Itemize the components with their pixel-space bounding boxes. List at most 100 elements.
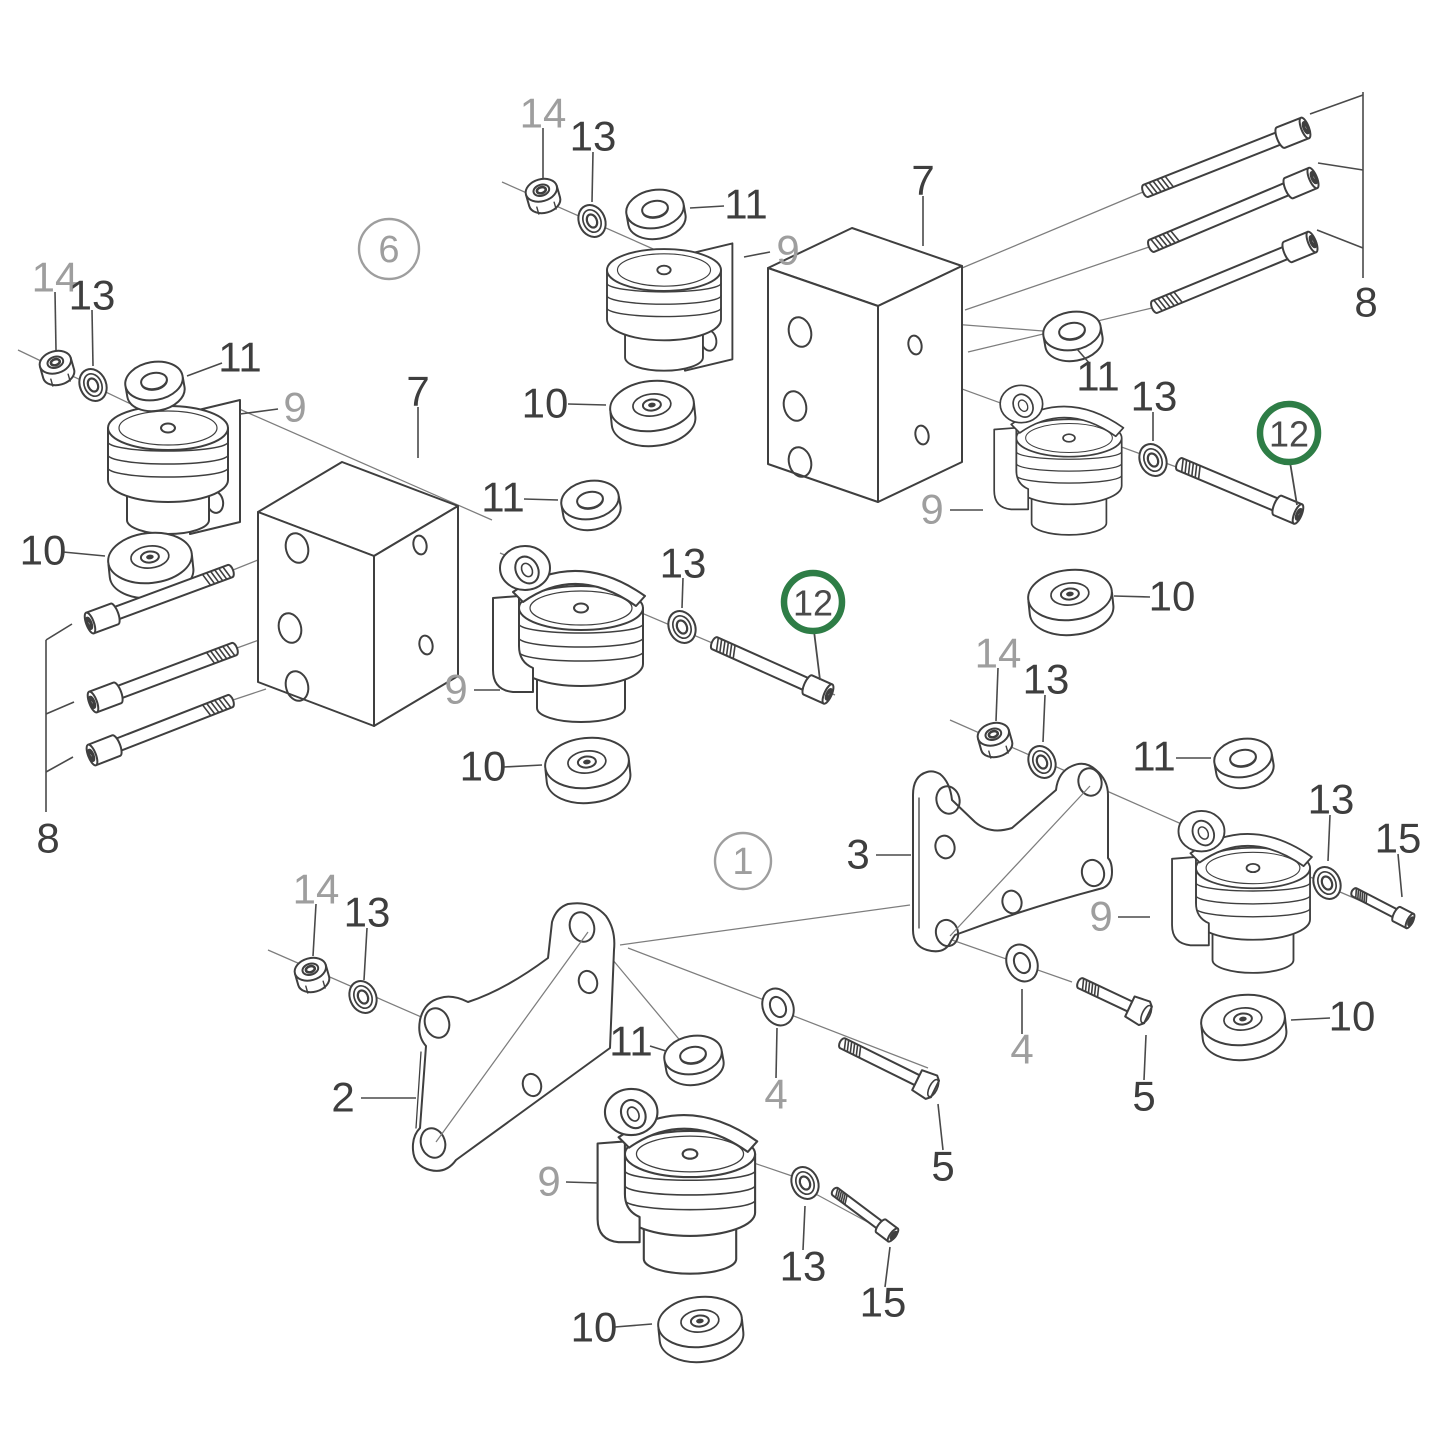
axis-line-over [949, 785, 1091, 937]
leader-line [565, 1181, 599, 1184]
part-number-label: 10 [20, 527, 67, 574]
leader-line [681, 577, 684, 609]
callout-bracket-line [45, 701, 75, 715]
leader-line [1327, 814, 1331, 862]
leader-line [591, 151, 594, 203]
leader-line [1143, 1034, 1147, 1081]
axis-line [961, 191, 1144, 269]
hex-bolt [838, 1037, 941, 1100]
leader-line [1076, 348, 1091, 365]
axis-line [964, 246, 1150, 311]
part-number-label: 13 [570, 113, 617, 160]
washer-13 [790, 1166, 820, 1200]
axis-line [1099, 787, 1187, 827]
callout-bracket-line [1309, 94, 1364, 115]
engine-mount-9 [606, 242, 734, 372]
damper-10 [544, 736, 632, 805]
highlighted-part-number: 12 [1269, 414, 1309, 455]
washer-11 [560, 479, 622, 532]
part-number-label: 10 [1149, 573, 1196, 620]
group-badge-number: 6 [378, 229, 399, 271]
block-7 [257, 461, 459, 727]
washer-13 [348, 980, 378, 1014]
part-number-label: 7 [406, 368, 429, 415]
group-badge-circle [713, 831, 773, 891]
damper-10 [1027, 568, 1115, 637]
leader-line [614, 1323, 653, 1328]
washer-11 [1213, 737, 1275, 790]
leader-line [775, 1027, 778, 1079]
nut-14 [524, 177, 562, 215]
leader-line [1113, 595, 1151, 598]
highlighted-part-ring [780, 569, 846, 635]
washer-13 [1027, 745, 1057, 779]
part-number-label: 2 [331, 1074, 354, 1121]
part-number-label: 3 [846, 831, 869, 878]
hex-bolt [1076, 977, 1153, 1027]
socket-bolt [1141, 116, 1312, 198]
washer-13 [667, 610, 697, 644]
socket-bolt [83, 563, 235, 635]
part-number-label: 15 [1375, 815, 1422, 862]
part-number-label: 10 [1329, 993, 1376, 1040]
part-number-label: 7 [911, 157, 934, 204]
axis-line [627, 947, 773, 1004]
block-7 [767, 227, 963, 503]
socket-bolt [1350, 887, 1416, 930]
part-number-label: 11 [481, 474, 525, 521]
leader-line [186, 362, 223, 377]
part-number-label: 10 [571, 1304, 618, 1351]
leader-line [1397, 853, 1403, 898]
callout-bracket-line [1316, 229, 1364, 249]
engine-mount-9 [1171, 810, 1313, 974]
leader-line [312, 903, 317, 957]
engine-mount-9 [993, 384, 1125, 536]
socket-bolt [86, 641, 239, 714]
socket-bolt [1175, 457, 1305, 525]
part-number-label: 8 [36, 815, 59, 862]
part-number-label: 5 [931, 1143, 954, 1190]
damper-10 [657, 1295, 745, 1364]
part-number-label: 11 [609, 1018, 653, 1065]
washer-13 [1138, 443, 1168, 477]
leader-line [884, 1246, 891, 1288]
washer-13 [78, 368, 108, 402]
leader-line [995, 667, 999, 722]
washer-13 [577, 204, 607, 238]
bracket-3 [912, 762, 1113, 953]
leader-line [689, 205, 725, 209]
washer-4 [761, 987, 795, 1027]
leader-line [743, 251, 771, 258]
socket-bolt [709, 636, 835, 705]
axis-line [619, 904, 911, 946]
part-number-label: 15 [860, 1279, 907, 1326]
leader-line [62, 551, 106, 557]
axis-line [236, 407, 493, 521]
callout-bracket-line [45, 623, 73, 641]
leader-line [649, 1045, 667, 1052]
part-number-label: 5 [1132, 1073, 1155, 1120]
leader-line [523, 498, 559, 501]
leader-line [1042, 694, 1046, 743]
washer-11 [663, 1034, 725, 1087]
washer-11 [625, 188, 687, 241]
part-number-label: 14 [32, 254, 79, 301]
damper-10 [609, 379, 697, 448]
part-number-label: 4 [1010, 1026, 1033, 1073]
part-number-label: 9 [1089, 893, 1112, 940]
part-number-label: 10 [522, 380, 569, 427]
leader-line [802, 1205, 806, 1251]
part-number-label: 9 [444, 666, 467, 713]
engine-mount-9 [596, 1087, 759, 1275]
damper-10 [1200, 993, 1288, 1062]
part-number-label: 14 [520, 90, 567, 137]
nut-14 [976, 721, 1014, 759]
part-number-label: 9 [776, 227, 799, 274]
part-number-label: 8 [1354, 279, 1377, 326]
washer-13 [1312, 866, 1342, 900]
part-number-label: 10 [460, 743, 507, 790]
axis-line [232, 688, 267, 701]
socket-bolt [1150, 230, 1319, 314]
